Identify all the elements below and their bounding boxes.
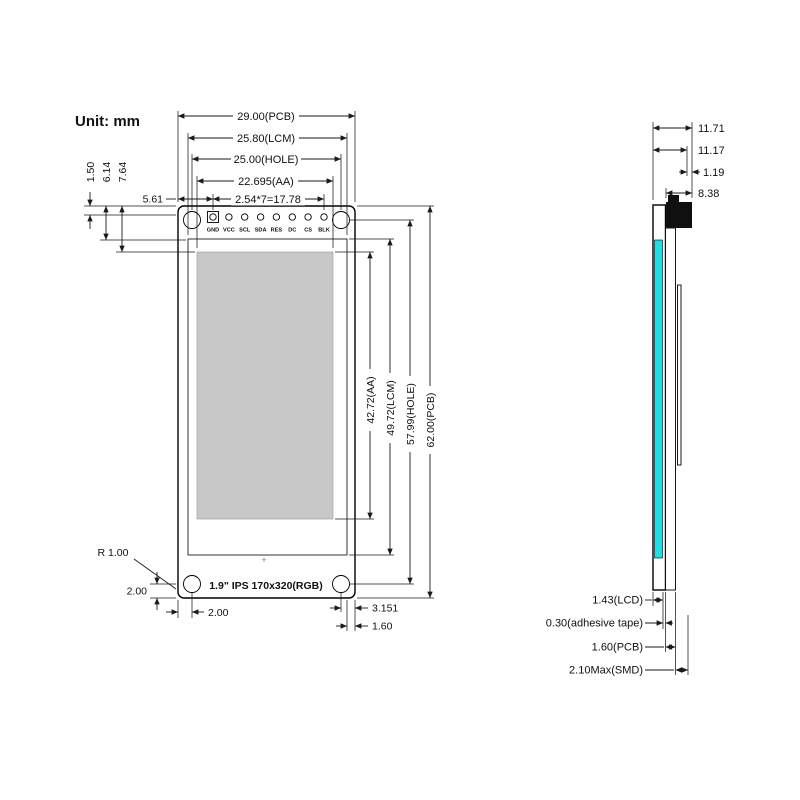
- pin-pad: [320, 213, 328, 221]
- label-bg: [423, 386, 437, 454]
- center-mark: +: [261, 555, 266, 565]
- front-view: GND VCC SCL SDA RES DC CS BLK + 1.9" IPS…: [84, 109, 437, 633]
- label-bg: [233, 131, 299, 145]
- mounting-hole: [332, 575, 350, 593]
- dim-aa-width: 22.695(AA): [238, 176, 294, 188]
- screen-active-area: [196, 251, 334, 520]
- unit-label: Unit: mm: [75, 113, 140, 130]
- lcm-outline: [187, 238, 348, 556]
- pin-pad: [288, 213, 296, 221]
- pin-header: GND VCC SCL SDA RES DC CS BLK: [207, 211, 330, 234]
- dim-aa-height: 42.72(AA): [365, 376, 377, 423]
- pcb-side-profile: [665, 227, 676, 591]
- pin-label: VCC: [223, 228, 235, 234]
- label-bg: [363, 369, 377, 431]
- dimension-lines-side: [645, 125, 700, 673]
- dim-side-overall: 11.71: [698, 123, 725, 135]
- dim-left-1: 1.50: [85, 162, 97, 183]
- mounting-holes: [183, 211, 350, 593]
- dim-corner-radius: R 1.00: [98, 547, 129, 559]
- label-bg: [383, 373, 397, 443]
- side-view: 11.71 11.17 1.19 8.38 1.43(LCD) 0.30(adh…: [546, 122, 725, 677]
- dim-smd-height: 2.10Max(SMD): [569, 665, 643, 677]
- dim-lcd-thickness: 1.43(LCD): [592, 595, 643, 607]
- pin-pad: [209, 213, 217, 221]
- dim-lcm-width: 25.80(LCM): [237, 133, 295, 145]
- pin-label: BLK: [318, 228, 330, 234]
- dim-side-body: 11.17: [698, 145, 725, 157]
- dim-hole-height: 57.99(HOLE): [405, 383, 417, 445]
- label-bg: [231, 192, 305, 206]
- pin-pad: [256, 213, 265, 221]
- pin-pad: [272, 213, 281, 221]
- dim-adhesive-thickness: 0.30(adhesive tape): [546, 618, 643, 630]
- dim-side-step: 1.19: [703, 167, 724, 179]
- label-bg: [403, 376, 417, 452]
- smd-component-profile: [677, 284, 682, 466]
- lcd-glass-layer: [654, 239, 663, 559]
- label-bg: [234, 174, 298, 188]
- pin-label: DC: [288, 228, 296, 234]
- mounting-hole: [332, 211, 350, 229]
- pin-label: GND: [207, 228, 219, 234]
- pin-pad: [241, 213, 249, 221]
- pin-label: RES: [271, 228, 283, 234]
- dim-lcm-height: 49.72(LCM): [385, 380, 397, 435]
- label-bg: [233, 109, 299, 123]
- mounting-hole: [183, 575, 201, 593]
- pin-label: SCL: [239, 228, 251, 234]
- fpc-connector-tab: [668, 195, 679, 203]
- dim-left-2: 6.14: [101, 162, 113, 183]
- fpc-connector: [666, 202, 692, 228]
- pin-label: SDA: [255, 228, 267, 234]
- dim-left-3: 7.64: [117, 162, 129, 183]
- screen-label: 1.9" IPS 170x320(RGB): [209, 580, 323, 592]
- dim-right-offset: 3.151: [372, 603, 398, 615]
- dim-hole-offset-x: 2.00: [208, 607, 229, 619]
- pin-pad: [225, 213, 233, 221]
- dim-edge-to-pin: 5.61: [143, 194, 164, 206]
- dim-hole-offset-y: 2.00: [127, 586, 148, 598]
- dim-pcb-height: 62.00(PCB): [425, 393, 437, 448]
- dim-pin-pitch: 2.54*7=17.78: [235, 194, 301, 206]
- dim-pcb-thickness: 1.60(PCB): [592, 642, 643, 654]
- extension-lines-front: [84, 111, 434, 631]
- dim-hole-width: 25.00(HOLE): [234, 154, 299, 166]
- pin-pad: [304, 213, 312, 221]
- label-bg: [231, 152, 301, 166]
- dim-edge-offset: 1.60: [372, 621, 393, 633]
- dim-side-connector: 8.38: [698, 188, 719, 200]
- dim-pcb-width: 29.00(PCB): [237, 111, 294, 123]
- mounting-hole: [183, 211, 201, 229]
- pin-label: CS: [304, 228, 312, 234]
